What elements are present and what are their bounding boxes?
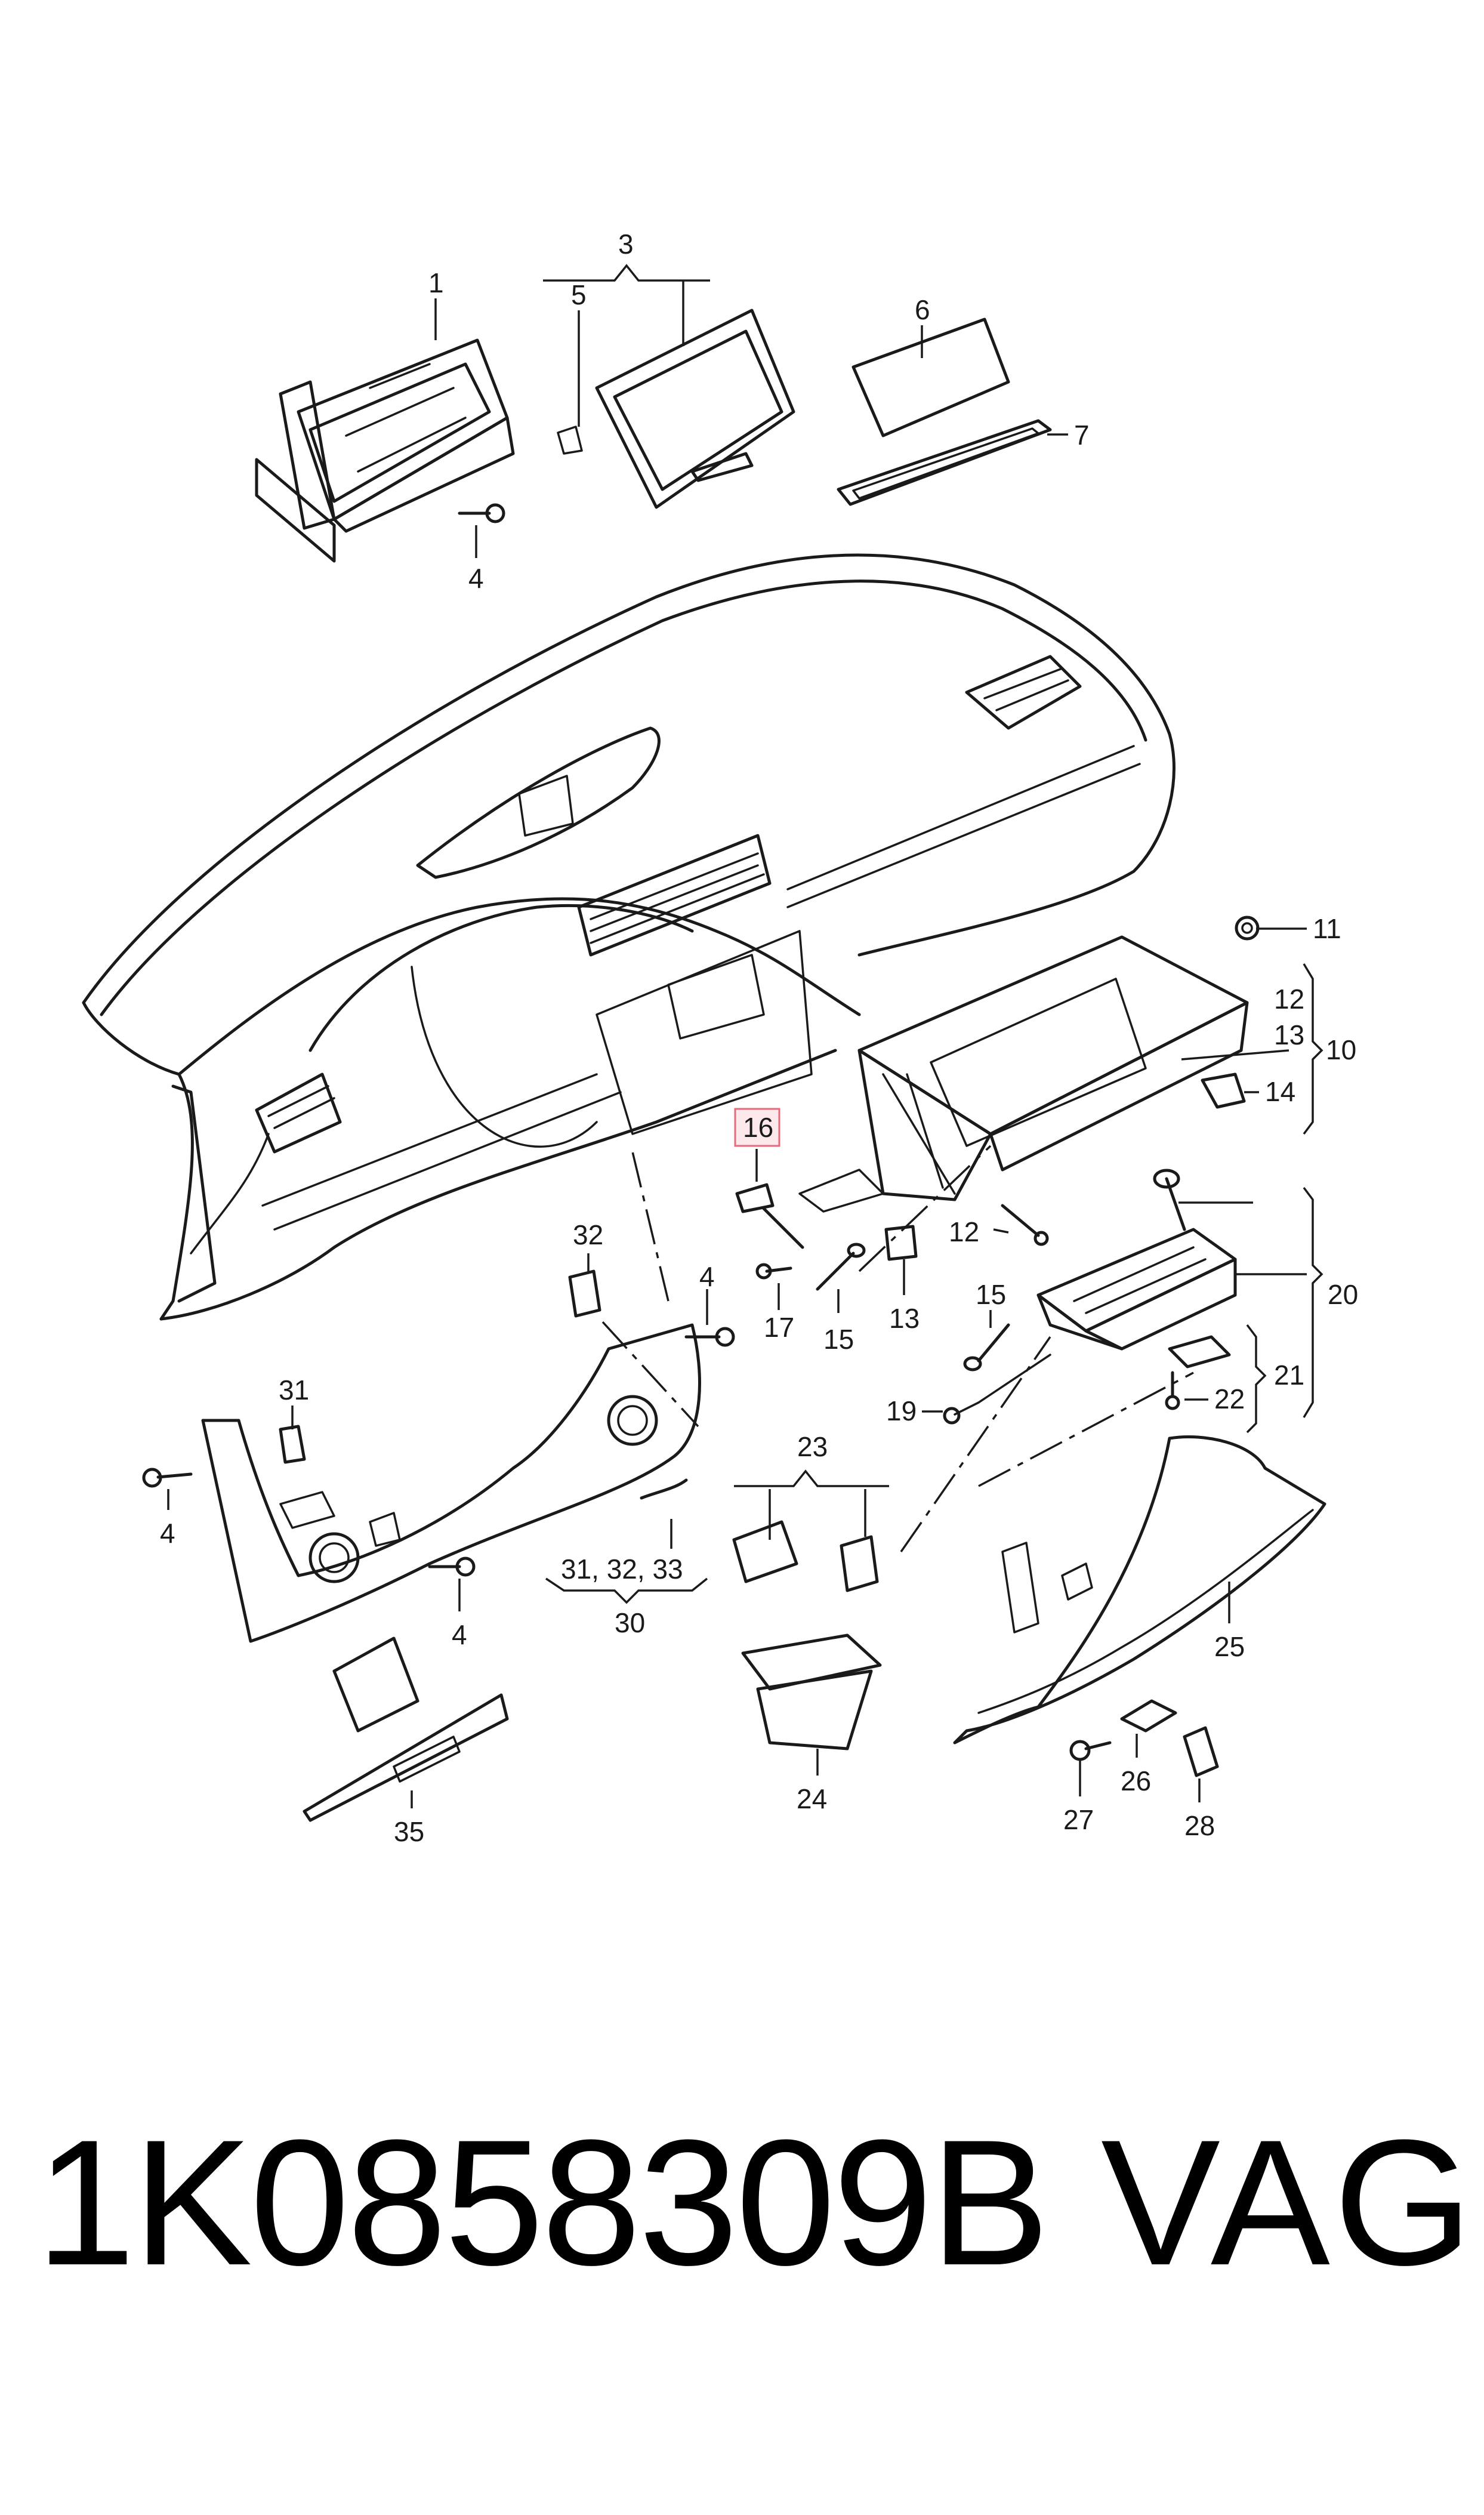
callout-11: 11 [1313,913,1341,944]
part-33-cable [640,1478,688,1500]
callout-25: 25 [1214,1631,1245,1662]
callout-35: 35 [394,1816,424,1847]
part-10-glovebox-housing [798,935,1249,1213]
part-6-display-panel [851,318,1010,437]
callout-4a: 4 [468,563,484,594]
callout-5: 5 [571,279,587,310]
leader-lines [167,281,1307,1808]
part-27-screw [1069,1740,1112,1761]
callout-7: 7 [1074,420,1090,451]
callout-20: 20 [1328,1279,1358,1310]
callout-32: 32 [573,1219,603,1250]
callout-16: 16 [743,1112,773,1143]
screw-4-low [428,1557,476,1577]
part-13-clip [884,1225,918,1261]
callout-26: 26 [1121,1765,1151,1796]
callout-10: 10 [1326,1034,1356,1065]
part-19-cable [943,1354,1051,1425]
callout-3: 3 [618,229,634,260]
part-number: 1K0858309B [36,2102,1050,2303]
callout-12b: 12 [949,1216,979,1247]
dashboard-panel [82,553,1176,1321]
part-7-gasket [837,419,1052,506]
callout-14: 14 [1265,1076,1295,1107]
highlight-box-16 [734,1108,780,1147]
part-16-actuator [735,1183,804,1249]
group-braces [543,264,1323,1604]
callout-17: 17 [764,1312,794,1343]
callout-15b: 15 [976,1279,1006,1310]
callout-6: 6 [915,294,930,325]
part-11-clip [1235,916,1260,941]
part-31-clip [279,1425,306,1464]
screw-4-top [458,503,505,523]
callout-23: 23 [797,1431,828,1462]
callout-22: 22 [1214,1383,1245,1414]
part-24-storage-tray [741,1633,882,1750]
callout-27: 27 [1063,1804,1094,1835]
callout-4c: 4 [160,1518,175,1549]
assembly-lines [601,1145,1194,1552]
callout-31a: 31 [279,1374,309,1406]
callout-4b: 4 [699,1261,715,1292]
callout-21: 21 [1274,1360,1304,1391]
part-32-clip [568,1269,601,1318]
screw-4-left [142,1468,193,1488]
callout-labels: 1 3 5 6 7 4 11 12 13 10 14 16 12 32 4 17… [160,229,1358,1847]
callout-19: 19 [886,1395,917,1426]
callout-24: 24 [797,1783,827,1814]
callout-31-32-33: 31, 32, 33 [561,1554,683,1585]
callout-1: 1 [428,267,444,298]
part-12-pin-upper [1001,1204,1049,1246]
part-28-lock [1183,1726,1219,1777]
part-3-display-trim [557,309,795,509]
part-15-pin-2 [963,1323,1010,1371]
part-22-screw [1165,1371,1180,1410]
part-20-damper-housing [1036,1228,1237,1351]
callout-30: 30 [615,1607,645,1638]
brand-name: VAG [1101,2102,1477,2303]
part-14-clip [1201,1072,1246,1109]
callout-12a: 12 [1274,984,1304,1015]
callout-28: 28 [1184,1810,1215,1841]
part-35-bracket [303,1636,509,1822]
screw-4-mid [684,1327,735,1347]
callout-13b: 13 [889,1303,920,1334]
part-1-radio-frame [255,338,515,563]
callout-13a: 13 [1274,1019,1304,1050]
part-17-screw [755,1263,792,1280]
callout-15a: 15 [823,1324,854,1355]
part-30-lower-trim [201,1323,701,1643]
part-25-glovebox [953,1435,1326,1745]
part-15-pin [816,1243,866,1291]
callout-4d: 4 [452,1619,467,1650]
part-23-adapter [732,1520,879,1592]
part-21-bracket [1168,1335,1231,1369]
part-26-latch [1120,1699,1177,1733]
part-12-pin-lower [1153,1169,1186,1231]
